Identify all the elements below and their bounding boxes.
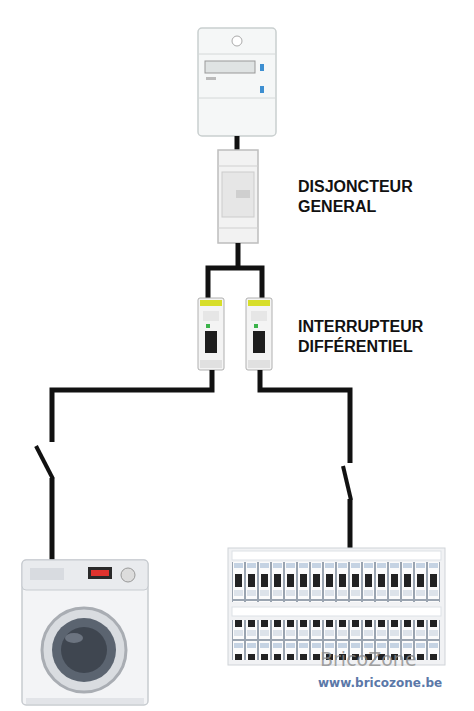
wire bbox=[236, 243, 241, 268]
device-label: DISJONCTEUR GENERAL bbox=[298, 177, 448, 217]
panel-breakers bbox=[232, 562, 440, 602]
rcd-body bbox=[198, 298, 224, 370]
main-breaker-seam bbox=[218, 166, 258, 167]
device-box: INTERRUPTEUR DIFFÉRENTIEL bbox=[195, 268, 465, 372]
rcd-cap bbox=[248, 300, 270, 306]
watermark: www.bricozone.be bbox=[318, 676, 442, 690]
meter-body bbox=[198, 28, 276, 136]
washer-body bbox=[22, 560, 148, 705]
rcd-label bbox=[251, 311, 267, 321]
panel-label-strip bbox=[232, 551, 441, 560]
meter-screw bbox=[232, 36, 242, 46]
watermark: BricoZone bbox=[320, 648, 417, 670]
main-breaker-seam bbox=[218, 228, 258, 229]
meter-seam bbox=[198, 54, 276, 55]
rcd-base bbox=[200, 360, 222, 368]
meter-display bbox=[205, 61, 255, 73]
panel-body bbox=[228, 548, 445, 665]
washer-display bbox=[88, 567, 112, 579]
rcd-base bbox=[248, 360, 270, 368]
rcd-indicator bbox=[206, 324, 210, 328]
washer-base bbox=[26, 698, 144, 704]
wire bbox=[348, 499, 353, 549]
washer-highlight bbox=[65, 633, 83, 643]
washer-drawer bbox=[30, 568, 64, 580]
meter-mark bbox=[206, 77, 216, 80]
switch-symbol bbox=[343, 466, 351, 500]
switch-symbol bbox=[36, 446, 53, 479]
washer-glass bbox=[52, 618, 116, 682]
washer-digits bbox=[91, 570, 109, 576]
wire bbox=[50, 478, 55, 560]
meter-seam bbox=[198, 98, 276, 99]
main-breaker-body bbox=[218, 150, 258, 243]
washer-panel bbox=[22, 560, 148, 590]
main-breaker-handle bbox=[236, 190, 250, 198]
wire bbox=[260, 370, 350, 463]
panel-label-strip bbox=[232, 607, 441, 616]
washer-knob bbox=[121, 568, 135, 582]
device-box: DISJONCTEUR GENERAL bbox=[218, 150, 450, 243]
rcd-toggle bbox=[205, 331, 217, 353]
washer-drum bbox=[61, 627, 107, 673]
rcd-cap bbox=[200, 300, 222, 306]
meter-button bbox=[260, 86, 264, 93]
rcd-body bbox=[246, 298, 272, 370]
main-breaker-face bbox=[222, 172, 254, 217]
washer-door bbox=[42, 608, 126, 692]
rcd-indicator bbox=[254, 324, 258, 328]
wire bbox=[208, 268, 262, 300]
rcd-toggle bbox=[253, 331, 265, 353]
device-label: INTERRUPTEUR DIFFÉRENTIEL bbox=[298, 317, 448, 357]
meter-button bbox=[260, 64, 264, 71]
rcd-label bbox=[203, 311, 219, 321]
wire bbox=[52, 370, 212, 442]
wire bbox=[235, 136, 240, 151]
